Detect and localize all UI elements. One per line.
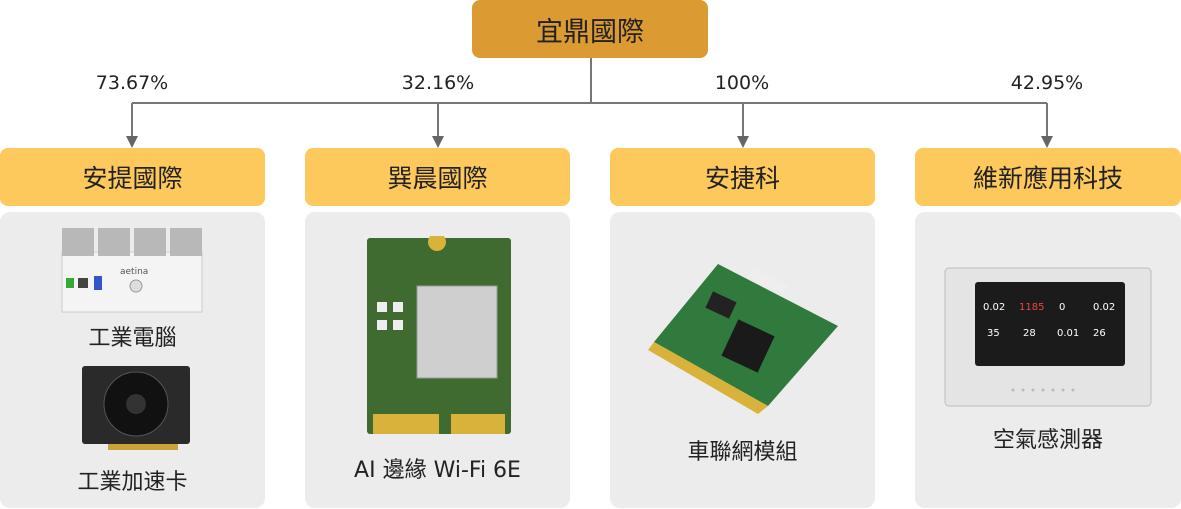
product-label: 車聯網模組 [687, 440, 798, 465]
share-percent: 73.67% [95, 72, 169, 94]
svg-text:0.02: 0.02 [1093, 302, 1115, 313]
subsidiary-header: 巽晨國際 [305, 148, 570, 206]
product-panel: aetina 工業電腦 工業加速卡 [0, 212, 265, 508]
subsidiary-header: 安提國際 [0, 148, 265, 206]
share-percent: 32.16% [401, 72, 475, 94]
wifi-module-image [367, 236, 511, 434]
product-label: 工業加速卡 [77, 470, 188, 495]
industrial-pc-image: aetina [61, 228, 203, 313]
arrow-icon [1041, 136, 1053, 148]
product-label: AI 邊緣 Wi-Fi 6E [354, 458, 521, 483]
product-label: 工業電腦 [88, 326, 177, 351]
share-percent: 42.95% [1010, 72, 1084, 94]
svg-text:0.02: 0.02 [983, 302, 1005, 313]
product-label: 空氣感測器 [992, 428, 1103, 453]
svg-text:0.01: 0.01 [1057, 328, 1079, 339]
svg-text:28: 28 [1023, 328, 1036, 339]
svg-text:1185: 1185 [1019, 302, 1044, 313]
svg-text:aetina: aetina [120, 267, 148, 277]
svg-text:0: 0 [1059, 302, 1065, 313]
svg-text:35: 35 [987, 328, 1000, 339]
arrow-icon [432, 136, 444, 148]
subsidiary-header: 維新應用科技 [915, 148, 1181, 206]
air-sensor-image: 0.02 1185 0 0.02 35 28 0.01 26 [944, 267, 1152, 407]
svg-text:26: 26 [1093, 328, 1106, 339]
product-panel: 0.02 1185 0 0.02 35 28 0.01 26 空氣感測器 [915, 212, 1181, 508]
arrow-icon [737, 136, 749, 148]
share-percent: 100% [714, 72, 770, 94]
accelerator-card-image [82, 366, 190, 450]
arrow-icon [126, 136, 138, 148]
product-panel: 車聯網模組 [610, 212, 875, 508]
parent-company: 宜鼎國際 [472, 0, 708, 58]
iov-module-image [648, 264, 838, 414]
connector-lines [126, 58, 1053, 148]
product-panel: AI 邊緣 Wi-Fi 6E [305, 212, 570, 508]
subsidiary-header: 安捷科 [610, 148, 875, 206]
